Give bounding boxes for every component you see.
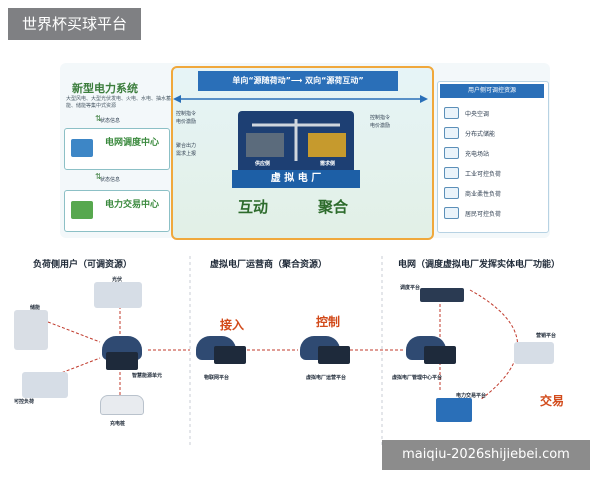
section-vpp-operator: 虚拟电厂运营商（聚合资源） (210, 260, 328, 270)
pv-panel-icon (94, 282, 142, 308)
trade-platform-label: 电力交易平台 (456, 393, 487, 399)
balance-scale-icon (246, 119, 346, 161)
right-arrow-labels: 控制指令 电价激励 (370, 114, 420, 130)
user-resources-title: 用户侧可调控资源 (440, 84, 544, 98)
laptop-icon (436, 398, 472, 422)
site-watermark: maiqiu-2026shijiebei.com (382, 440, 590, 470)
house-icon (444, 207, 459, 219)
horizontal-double-arrow (173, 95, 428, 103)
dispatch-server-icon (420, 288, 464, 302)
storage-label: 储能 (30, 305, 41, 311)
battery-icon (444, 127, 459, 139)
trade-doc-icon (71, 201, 93, 219)
left-arrow-label-1: 控制指令 (176, 111, 197, 117)
pv-label: 光伏 (112, 277, 123, 283)
smart-energy-unit-label: 智慧能源单元 (132, 373, 163, 379)
controllable-load-icon (22, 372, 68, 398)
grid-dispatch-label: 电网调度中心 (105, 138, 160, 148)
marketing-platform-label: 营销平台 (536, 333, 557, 339)
grid-server-icon (424, 346, 456, 364)
left-arrow-labels: 控制指令 电价激励 聚合出力 需求上报 (176, 110, 226, 158)
trade-label: 交易 (540, 394, 565, 408)
left-arrow-label-4: 需求上报 (176, 151, 197, 157)
demand-side-label: 需求侧 (320, 161, 336, 167)
iot-platform-label: 物联网平台 (204, 375, 230, 381)
state-info-label-1: 状态信息 (100, 118, 121, 124)
shop-icon (444, 187, 459, 199)
supply-side-label: 供应侧 (255, 161, 271, 167)
vpp-operating-platform-label: 虚拟电厂运营平台 (306, 375, 347, 381)
vpp-server-icon (318, 346, 350, 364)
double-arrow-icon-2: ⇅ (95, 172, 102, 181)
charger-label: 充电桩 (110, 421, 126, 427)
vpp-label: 虚 拟 电 厂 (232, 170, 360, 188)
section-grid: 电网（调度虚拟电厂发挥实体电厂功能） (398, 260, 561, 270)
resource-item-residential: 居民可控负荷 (444, 206, 544, 220)
grid-dispatch-box: 电网调度中心 (64, 128, 170, 170)
left-arrow-label-2: 电价激励 (176, 119, 197, 125)
new-power-system-subtitle: 大型风电、大型光伏发电、火电、水电、抽水蓄能、储能等集中式资源 (66, 96, 172, 109)
marketing-building-icon (514, 342, 554, 364)
mode-shift-header: 单向“源随荷动”⟶ 双向“源荷互动” (198, 71, 398, 91)
state-info-label-2: 状态信息 (100, 177, 121, 183)
factory-icon (444, 167, 459, 179)
right-arrow-label-1: 控制指令 (370, 115, 391, 121)
section-load-users: 负荷侧用户（可调资源） (33, 260, 133, 270)
access-label: 接入 (220, 318, 245, 332)
snowflake-icon (444, 107, 459, 119)
ev-car-icon (100, 395, 144, 415)
control-label: 控制 (316, 315, 341, 329)
left-arrow-label-3: 聚合出力 (176, 143, 197, 149)
resource-item-ac: 中央空调 (444, 106, 544, 120)
controllable-load-label: 可控负荷 (14, 399, 35, 405)
grid-building-icon (71, 139, 93, 157)
bottom-connections (47, 256, 518, 445)
site-banner: 世界杯买球平台 (8, 8, 141, 40)
iot-server-icon (214, 346, 246, 364)
power-trade-box: 电力交易中心 (64, 190, 170, 232)
charger-icon (444, 147, 459, 159)
power-trade-label: 电力交易中心 (105, 200, 160, 210)
resource-item-commercial: 商业柔性负荷 (444, 186, 544, 200)
vpp-mgmt-center-label: 虚拟电厂管理中心平台 (392, 375, 443, 381)
double-arrow-icon: ⇅ (95, 114, 102, 123)
aggregate-label: 聚合 (318, 198, 349, 216)
storage-cabinet-icon (14, 310, 48, 350)
new-power-system-title: 新型电力系统 (72, 82, 138, 95)
resource-item-industrial: 工业可控负荷 (444, 166, 544, 180)
interact-label: 互动 (238, 198, 269, 216)
right-arrow-label-2: 电价激励 (370, 123, 391, 129)
dispatch-platform-label: 调度平台 (400, 285, 421, 291)
smart-energy-server-icon (106, 352, 138, 370)
resource-item-storage: 分布式储能 (444, 126, 544, 140)
resource-item-charging: 充电场站 (444, 146, 544, 160)
